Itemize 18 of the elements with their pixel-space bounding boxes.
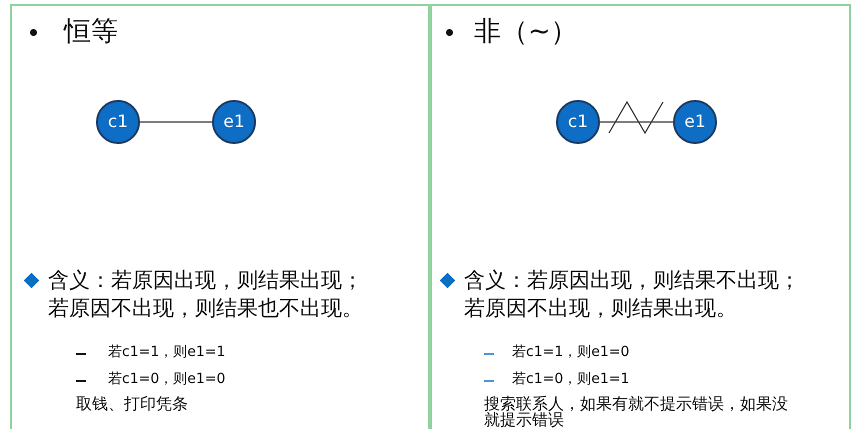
- slide-panel: [430, 4, 851, 429]
- condition-text: 若c1=1，则e1=0: [512, 343, 630, 361]
- example-text: 取钱、打印凭条: [76, 396, 189, 412]
- slide-title: 非（~）: [474, 15, 578, 49]
- meaning-text: 含义：若原因出现，则结果不出现；若原因不出现，则结果出现。: [464, 267, 801, 322]
- slide-panel: [10, 4, 430, 429]
- condition-text: 若c1=0，则e1=0: [108, 370, 226, 388]
- condition-text: 若c1=0，则e1=1: [512, 370, 630, 388]
- node-circle: e1: [673, 100, 717, 144]
- meaning-text: 含义：若原因出现，则结果出现；若原因不出现，则结果也不出现。: [48, 267, 364, 322]
- node-circle: c1: [96, 100, 140, 144]
- slide-title: 恒等: [64, 15, 118, 49]
- node-circle: c1: [556, 100, 600, 144]
- connector-line: [140, 121, 212, 123]
- condition-text: 若c1=1，则e1=1: [108, 343, 226, 361]
- example-text: 搜索联系人，如果有就不提示错误，如果没就提示错误: [484, 396, 789, 428]
- connector-line: [600, 121, 673, 123]
- node-circle: e1: [212, 100, 256, 144]
